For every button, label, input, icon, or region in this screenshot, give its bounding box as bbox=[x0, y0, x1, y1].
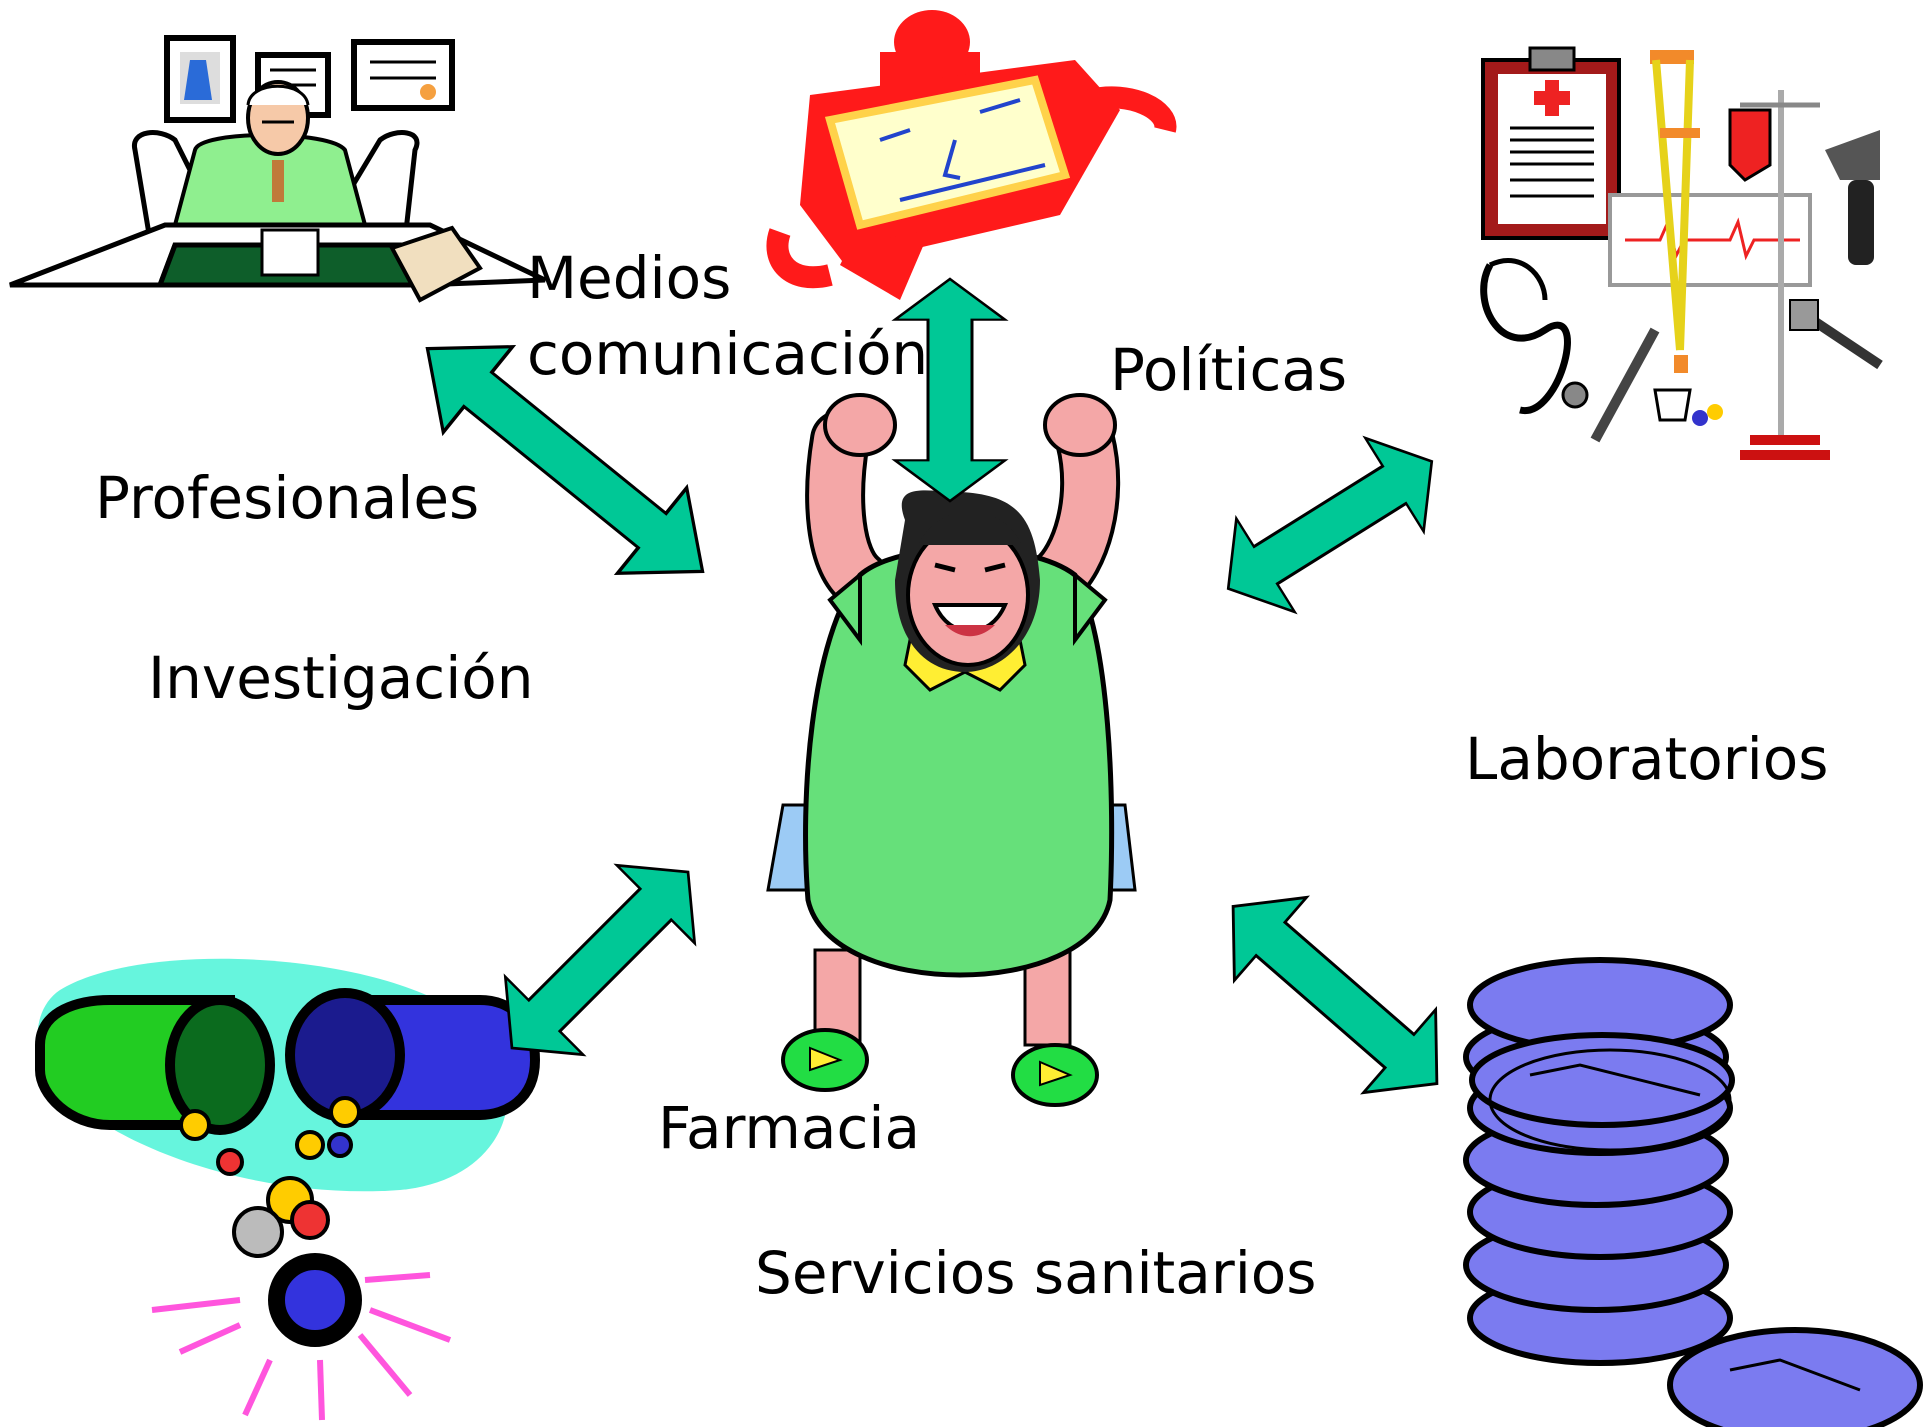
label-investigacion: Investigación bbox=[148, 644, 534, 712]
label-politicas: Políticas bbox=[1110, 336, 1348, 404]
label-laboratorios: Laboratorios bbox=[1465, 725, 1829, 793]
label-medios-line1: Medios bbox=[527, 244, 732, 312]
professional-at-desk-icon bbox=[9, 35, 547, 303]
arrow-laboratories bbox=[1197, 413, 1463, 637]
tv-character-icon bbox=[766, 10, 1177, 300]
label-profesionales: Profesionales bbox=[95, 464, 480, 532]
medical-equipment-icon bbox=[1480, 46, 1883, 460]
smiling-woman-icon bbox=[766, 393, 1137, 1107]
label-servicios-sanitarios: Servicios sanitarios bbox=[755, 1239, 1317, 1307]
arrow-health-services bbox=[1195, 863, 1475, 1127]
label-medios-line2: comunicación bbox=[527, 320, 929, 388]
arrow-pharmacy bbox=[471, 831, 729, 1089]
pill-capsules-icon bbox=[35, 958, 541, 1421]
arrow-media bbox=[893, 277, 1007, 503]
coin-stack-icon bbox=[1463, 957, 1923, 1427]
label-farmacia: Farmacia bbox=[658, 1094, 920, 1162]
